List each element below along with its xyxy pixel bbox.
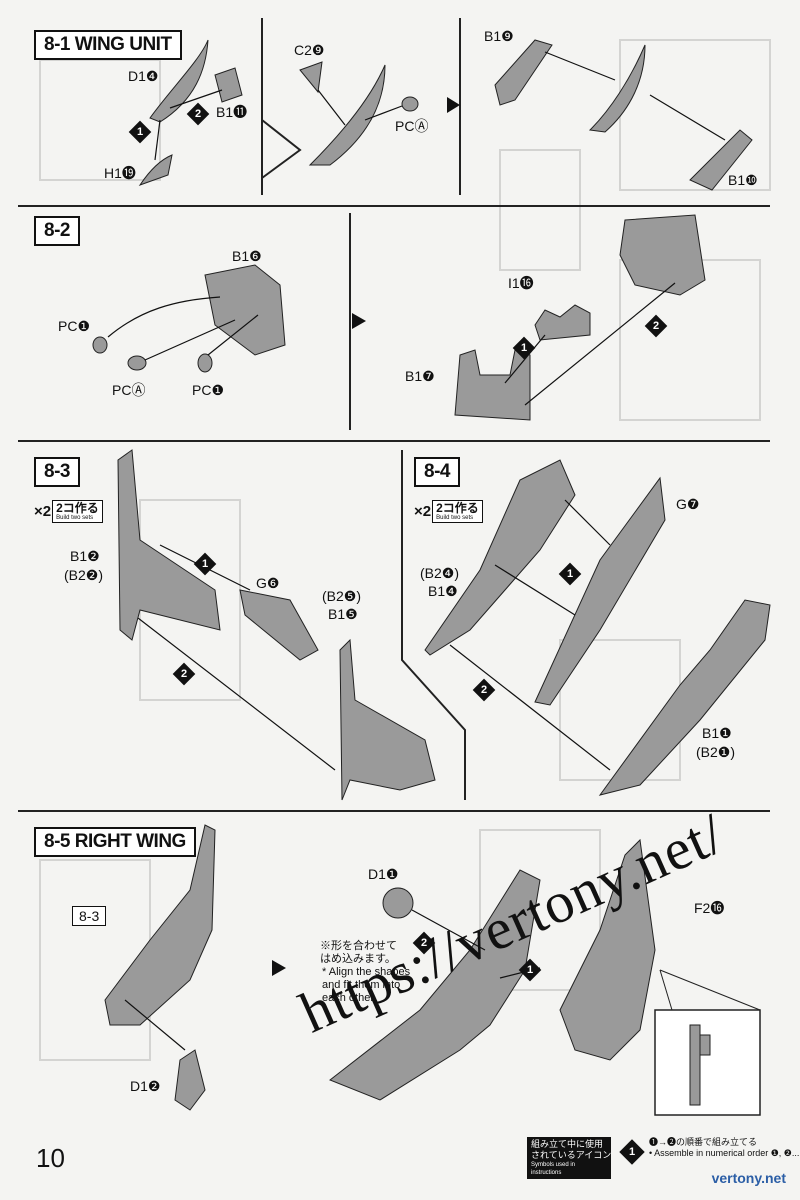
label-b2-1: (B2❶) (696, 744, 735, 760)
label-b2-4: (B2❹) (420, 565, 459, 581)
label-h1-19: H1⓳ (104, 165, 136, 181)
label-g6: G❻ (256, 575, 280, 591)
label-g7: G❼ (676, 496, 700, 512)
legend-desc-japanese: ❶→❷の順番で組み立てる (649, 1137, 758, 1147)
label-b1-7: B1❼ (405, 368, 435, 384)
diagram-8-2 (92, 213, 706, 430)
label-b1-6: B1❻ (232, 248, 262, 264)
label-b1-1: B1❶ (702, 725, 732, 741)
label-pc-a-2: PCⒶ (112, 382, 146, 398)
legend-description: ❶→❷の順番で組み立てる • Assemble in numerical ord… (649, 1137, 799, 1159)
label-pc-a: PCⒶ (395, 118, 429, 134)
section-title-8-4: 8-4 (414, 457, 460, 487)
rule-8-2-bottom (18, 440, 770, 442)
section-title-8-2: 8-2 (34, 216, 80, 246)
diagram-8-5 (104, 824, 761, 1116)
label-b1-10: B1❿ (728, 172, 758, 188)
label-i1-16: I1⓰ (508, 275, 534, 291)
label-b1-5: B1❺ (328, 606, 358, 622)
rule-8-1-bottom (18, 205, 770, 207)
step-1-icon: 1 (619, 1139, 645, 1165)
label-d1-4: D1❹ (128, 68, 159, 84)
diagram-8-1 (138, 18, 753, 195)
label-c2-9: C2❾ (294, 42, 325, 58)
label-d1-1: D1❶ (368, 866, 399, 882)
label-ref-8-3: 8-3 (72, 906, 107, 926)
page-number: 10 (36, 1143, 65, 1173)
label-b1-9: B1❾ (484, 28, 514, 44)
legend-japanese: 組み立て中に使用 されているアイコン (531, 1139, 612, 1160)
label-b1-11: B1⓫ (216, 104, 248, 120)
section-title-8-5: 8-5 RIGHT WING (34, 827, 196, 857)
label-pc-1b: PC❶ (192, 382, 224, 398)
section-title-8-1: 8-1 WING UNIT (34, 30, 182, 60)
label-d1-2: D1❷ (130, 1078, 161, 1094)
label-b1-4: B1❹ (428, 583, 458, 599)
fit-note-japanese: ※形を合わせて はめ込みます。 (320, 940, 397, 965)
diagram-8-3-8-4 (117, 449, 771, 801)
label-b2-5: (B2❺) (322, 588, 361, 604)
legend-header: 組み立て中に使用 されているアイコン Symbols used in instr… (527, 1137, 611, 1179)
fit-note-english: * Align the shapes and fit them into eac… (322, 966, 411, 1004)
corner-watermark: vertony.net (711, 1170, 786, 1186)
section-title-8-3: 8-3 (34, 457, 80, 487)
label-pc-1a: PC❶ (58, 318, 90, 334)
label-b1-2: B1❷ (70, 548, 100, 564)
legend-english: Symbols used in instructions (531, 1162, 576, 1176)
icon-legend: 組み立て中に使用 されているアイコン Symbols used in instr… (527, 1137, 799, 1179)
rule-8-4-bottom (18, 810, 770, 812)
label-b2-2: (B2❷) (64, 567, 103, 583)
legend-desc-english: • Assemble in numerical order ❶, ❷... (649, 1148, 800, 1158)
label-f2-16: F2⓰ (694, 900, 725, 916)
